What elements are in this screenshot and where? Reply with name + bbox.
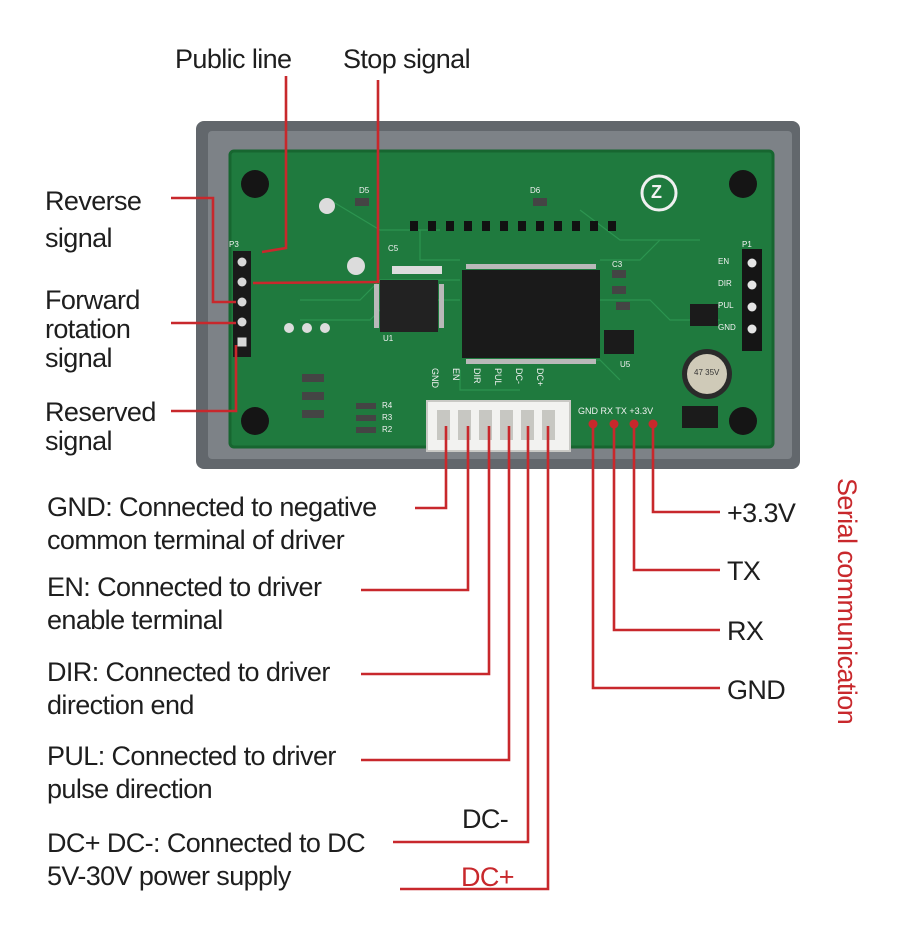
label-dc-2: 5V-30V power supply: [47, 861, 291, 891]
silk-header-gnd: GND: [718, 323, 736, 332]
label-gnd-2: common terminal of driver: [47, 525, 345, 555]
silk-connector-4: DC-: [514, 368, 524, 384]
leader-dc-plus: [400, 426, 550, 891]
leader-gnd: [415, 426, 448, 510]
silk-p3: P3: [229, 240, 239, 249]
silk-r3: R3: [382, 413, 393, 422]
label-en-2: enable terminal: [47, 605, 223, 635]
label-pul-2: pulse direction: [47, 774, 213, 804]
leader-dc-minus: [393, 426, 530, 844]
label-reserved-1: Reserved: [45, 397, 156, 427]
label-reverse-2: signal: [45, 223, 113, 253]
logo-glyph: Z: [651, 182, 662, 202]
label-pul-1: PUL: Connected to driver: [47, 741, 336, 771]
silk-r2: R2: [382, 425, 393, 434]
silk-u1: U1: [383, 334, 394, 343]
logo-ring: [640, 174, 678, 212]
mount-hole-tl: [241, 170, 269, 198]
main-ic-pins: [466, 264, 596, 364]
smd-parts: [302, 198, 630, 433]
leader-serial-rx: [612, 424, 720, 632]
silk-d6: D6: [530, 186, 541, 195]
left-header-pins: [237, 257, 247, 347]
label-dc-plus: DC+: [461, 862, 515, 892]
leader-serial-tx: [632, 424, 720, 572]
electrolytic-capacitor-top: [687, 354, 727, 394]
leader-dir: [361, 426, 491, 676]
label-serial-tx: TX: [727, 556, 761, 586]
silk-connector-3: PUL: [493, 368, 503, 386]
mount-hole-tr: [729, 170, 757, 198]
silk-c3: C3: [612, 260, 623, 269]
driver-ic-pins: [374, 284, 444, 328]
mount-hole-bl: [241, 407, 269, 435]
label-forward-3: signal: [45, 343, 113, 373]
label-dir-2: direction end: [47, 690, 194, 720]
silk-header-pul: PUL: [718, 301, 734, 310]
label-dc-1: DC+ DC-: Connected to DC: [47, 828, 366, 858]
leader-reserved: [171, 345, 238, 413]
leader-stop-signal: [252, 80, 380, 285]
silk-p1: P1: [742, 240, 752, 249]
leader-serial-v33: [651, 424, 720, 514]
label-en-1: EN: Connected to driver: [47, 572, 322, 602]
label-reverse-1: Reverse: [45, 186, 142, 216]
label-forward-1: Forward: [45, 285, 140, 315]
silk-serial: GND RX TX +3.3V: [578, 406, 654, 416]
silk-r4: R4: [382, 401, 393, 410]
label-serial-v33: +3.3V: [727, 498, 796, 528]
label-reserved-2: signal: [45, 426, 113, 456]
leader-lines: [171, 76, 720, 891]
leader-en: [361, 426, 470, 592]
silk-d5: D5: [359, 186, 370, 195]
label-gnd-1: GND: Connected to negative: [47, 492, 377, 522]
crystal: [682, 406, 718, 428]
small-ic: [690, 304, 718, 326]
silk-connector-5: DC+: [535, 368, 545, 387]
label-serial-rx: RX: [727, 616, 764, 646]
silk-header-dir: DIR: [718, 279, 732, 288]
right-header: [742, 249, 762, 351]
leader-pul: [361, 426, 511, 762]
silk-header-en: EN: [718, 257, 730, 266]
silk-connector-1: EN: [451, 368, 461, 381]
label-dir-1: DIR: Connected to driver: [47, 657, 330, 687]
driver-ic: [380, 280, 438, 332]
leader-reverse: [171, 196, 236, 304]
serial-communication-title: Serial communication: [832, 478, 862, 725]
regulator: [604, 330, 634, 354]
label-dc-minus: DC-: [462, 804, 509, 834]
label-stop-signal: Stop signal: [343, 44, 471, 74]
silk-connector-0: GND: [430, 368, 440, 388]
mount-hole-br: [729, 407, 757, 435]
label-forward-2: rotation: [45, 314, 131, 344]
label-public-line: Public line: [175, 44, 292, 74]
capacitor-marking: 47 35V: [694, 368, 720, 377]
silk-connector-2: DIR: [472, 368, 482, 384]
pads: [284, 198, 442, 333]
right-header-pins: [747, 258, 757, 334]
led-row: [410, 221, 616, 231]
silk-c5: C5: [388, 244, 399, 253]
leader-serial-gnd: [591, 424, 720, 690]
silk-u5: U5: [620, 360, 631, 369]
label-serial-gnd: GND: [727, 675, 786, 705]
main-ic: [462, 270, 600, 358]
leader-public-line: [261, 76, 288, 254]
